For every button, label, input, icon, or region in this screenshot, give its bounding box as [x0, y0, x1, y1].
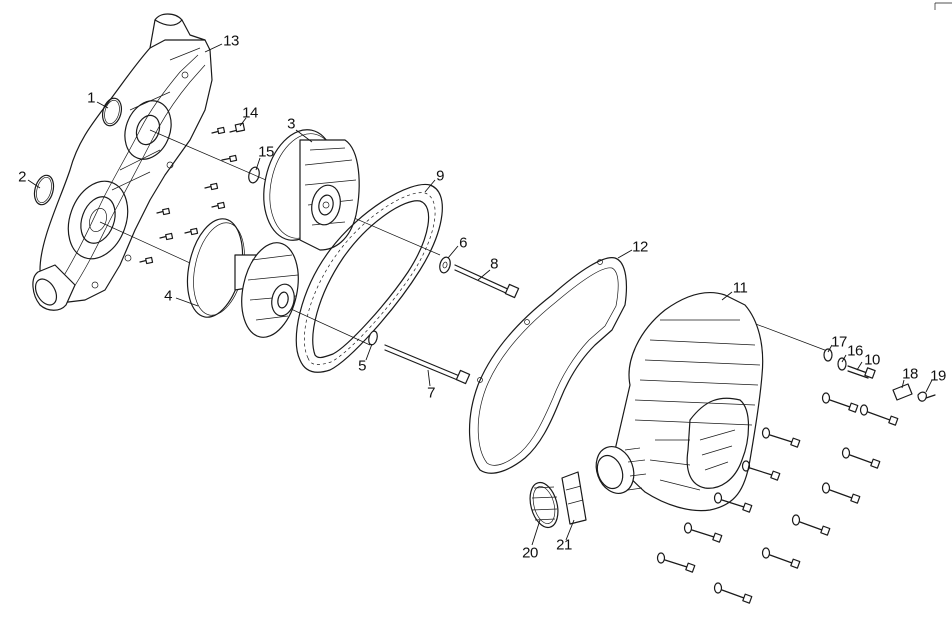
callout-leaders: [27, 43, 933, 546]
driven-pulley-part-3: [263, 129, 360, 251]
intake-duct: [595, 446, 647, 494]
callout-5: 5: [358, 357, 366, 375]
gasket-part-12: [469, 257, 627, 474]
callout-15: 15: [258, 143, 274, 161]
callout-9: 9: [436, 167, 444, 185]
clip-part-19: [917, 391, 936, 402]
callout-17: 17: [831, 333, 847, 351]
o-ring-part-1: [101, 97, 123, 127]
callout-6: 6: [459, 234, 467, 252]
callout-13: 13: [223, 32, 239, 50]
o-ring-part-2: [33, 174, 55, 206]
inner-case-bolts: [139, 126, 238, 265]
washer-part-16: [837, 357, 847, 371]
drive-pulley-part-4: [186, 218, 299, 338]
washer-part-5: [368, 330, 378, 346]
bolt-part-8: [454, 264, 520, 299]
callout-10: 10: [864, 351, 880, 369]
bolt-part-7: [384, 344, 471, 385]
callout-19: 19: [930, 367, 946, 385]
washer-part-17: [823, 348, 833, 362]
callout-16: 16: [847, 342, 863, 360]
outer-cover-part-11: [614, 292, 764, 512]
bolt-part-10: [847, 365, 876, 379]
callout-8: 8: [490, 255, 498, 273]
drive-belt-part-9: [295, 183, 443, 373]
washer-part-6: [439, 256, 451, 274]
callout-11: 11: [732, 279, 748, 297]
callout-3: 3: [287, 115, 295, 133]
callout-20: 20: [522, 544, 538, 562]
band-part-20: [529, 481, 559, 529]
callout-21: 21: [556, 536, 572, 554]
callout-7: 7: [427, 384, 435, 402]
callout-12: 12: [632, 238, 648, 256]
callout-14: 14: [242, 104, 258, 122]
callout-2: 2: [18, 168, 26, 186]
inner-case-part-13: [32, 13, 213, 311]
callout-18: 18: [902, 365, 918, 383]
bolt-part-14: [229, 122, 246, 133]
plug-part-18: [892, 383, 913, 401]
ring-part-15: [248, 166, 260, 184]
band-part-21: [561, 471, 587, 525]
cover-bolts: [656, 392, 899, 604]
corner-mark: [934, 2, 952, 10]
callout-4: 4: [164, 287, 172, 305]
callout-1: 1: [87, 89, 95, 107]
